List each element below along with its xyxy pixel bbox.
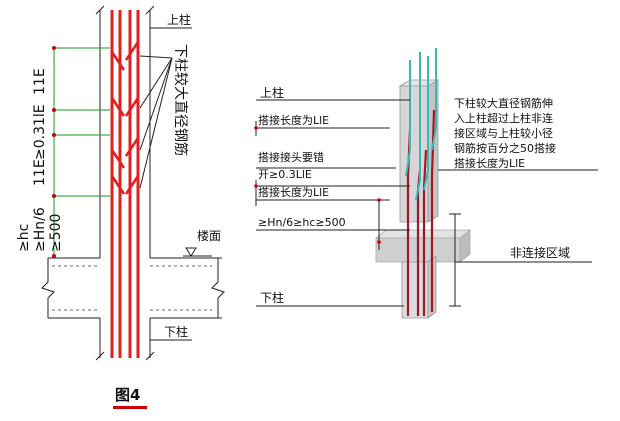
description-line-2: 入上柱超过上柱非连 — [454, 111, 553, 125]
floor-slab — [41, 257, 225, 319]
right-dim-ticks — [254, 126, 381, 244]
bottom-break-mark — [95, 351, 155, 361]
top-break-mark — [95, 5, 155, 15]
description-line-5: 搭接长度为LlE — [454, 156, 525, 170]
stagger-label: 搭接接头要错 — [258, 150, 324, 164]
stagger-label-2: 开≥0.3LlE — [258, 168, 312, 181]
lap-bends — [110, 41, 140, 195]
description-line-1: 下柱较大直径钢筋伸 — [454, 96, 553, 110]
lap-length-1-label: 搭接长度为LlE — [258, 113, 329, 127]
left-diagram: 楼面 ≥0.31lE 11E 11E ≥hc ≥Hn/6 — [16, 5, 225, 361]
right-lower-column-label: 下柱 — [260, 290, 284, 305]
non-conn-dimension — [449, 213, 592, 307]
non-conn-zone-label: 非连接区域 — [510, 245, 570, 260]
figure-caption: 图4 — [115, 386, 140, 404]
right-rebars-upper — [405, 48, 437, 201]
right-leader-lines — [255, 99, 410, 307]
lap-length-2-label: 搭接长度为LlE — [258, 185, 329, 199]
note-leaders — [139, 55, 173, 189]
dim-031-label: ≥0.31lE — [32, 104, 48, 160]
left-upper-column-label: 上柱 — [167, 12, 191, 27]
floor-level-marker — [183, 247, 212, 257]
caption-underline — [113, 406, 147, 409]
dim-hn6-label: ≥Hn/6 — [32, 207, 48, 252]
dim-hc-label: ≥hc — [16, 224, 32, 252]
dim-500-label: ≥500 — [48, 214, 64, 252]
dim-11E-label-2: 11E — [32, 159, 48, 186]
floor-label: 楼面 — [197, 228, 221, 243]
description-line-3: 接区域与上柱较小径 — [454, 126, 553, 140]
left-dimension-lines — [53, 47, 110, 256]
right-diagram: 上柱 搭接长度为LlE 搭接接头要错 开≥0.3LlE 搭接长度为LlE ≥Hn… — [254, 48, 598, 319]
dimension-ticks — [52, 46, 56, 258]
dim-11E-label: 11E — [32, 68, 48, 95]
right-upper-column-label: 上柱 — [260, 85, 284, 100]
zone-rule-label: ≥Hn/6≥hc≥500 — [258, 216, 346, 229]
vertical-note-label: 下柱较大直径钢筋 — [172, 44, 189, 156]
description-line-4: 钢筋按百分之50搭接 — [454, 141, 556, 155]
left-lower-column-label: 下柱 — [164, 324, 188, 339]
